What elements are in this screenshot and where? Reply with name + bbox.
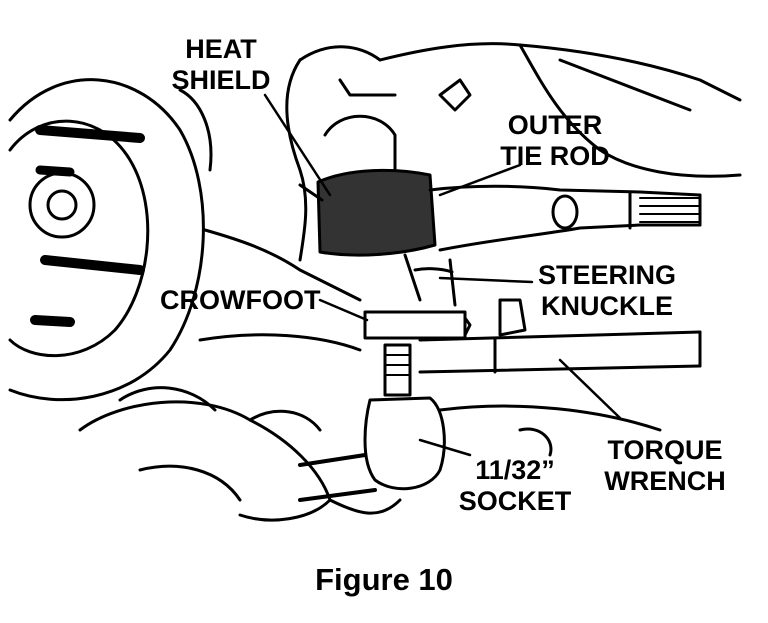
label-crowfoot: CROWFOOT	[160, 285, 321, 315]
label-heat-shield: HEAT SHIELD	[166, 34, 276, 96]
leader-torque	[560, 360, 620, 418]
label-outer-tie-rod-line2: TIE ROD	[500, 141, 610, 171]
label-outer-tie-rod: OUTER TIE ROD	[490, 110, 620, 172]
frame-background	[180, 44, 740, 300]
leader-socket	[420, 440, 470, 455]
label-torque-wrench-line1: TORQUE	[607, 435, 723, 465]
lower-arm	[200, 335, 660, 455]
label-steering-knuckle-line1: STEERING	[537, 260, 677, 290]
label-steering-knuckle: STEERING KNUCKLE	[533, 260, 681, 322]
leader-tie-rod	[440, 165, 520, 195]
torque-wrench-part	[420, 332, 700, 372]
label-socket-line2: SOCKET	[458, 486, 572, 516]
socket-part	[300, 345, 444, 500]
heat-shield-part	[300, 80, 435, 255]
label-heat-shield-line2: SHIELD	[171, 65, 271, 95]
label-socket: 11/32” SOCKET	[455, 455, 575, 517]
label-heat-shield-line1: HEAT	[185, 34, 257, 64]
leader-crowfoot	[320, 300, 367, 320]
label-socket-line1: 11/32”	[475, 455, 555, 485]
figure-caption: Figure 10	[315, 562, 453, 597]
leader-lines	[265, 95, 620, 455]
leader-heat-shield	[265, 95, 330, 195]
leader-knuckle	[440, 278, 532, 282]
steering-knuckle-part	[405, 255, 525, 335]
hand	[80, 388, 400, 520]
label-outer-tie-rod-line1: OUTER	[507, 110, 603, 140]
crowfoot-part	[365, 312, 470, 338]
label-torque-wrench: TORQUE WRENCH	[600, 435, 730, 497]
label-torque-wrench-line2: WRENCH	[604, 466, 726, 496]
hub-and-rotor	[10, 80, 203, 400]
outer-tie-rod-part	[430, 186, 700, 250]
label-steering-knuckle-line2: KNUCKLE	[541, 291, 673, 321]
